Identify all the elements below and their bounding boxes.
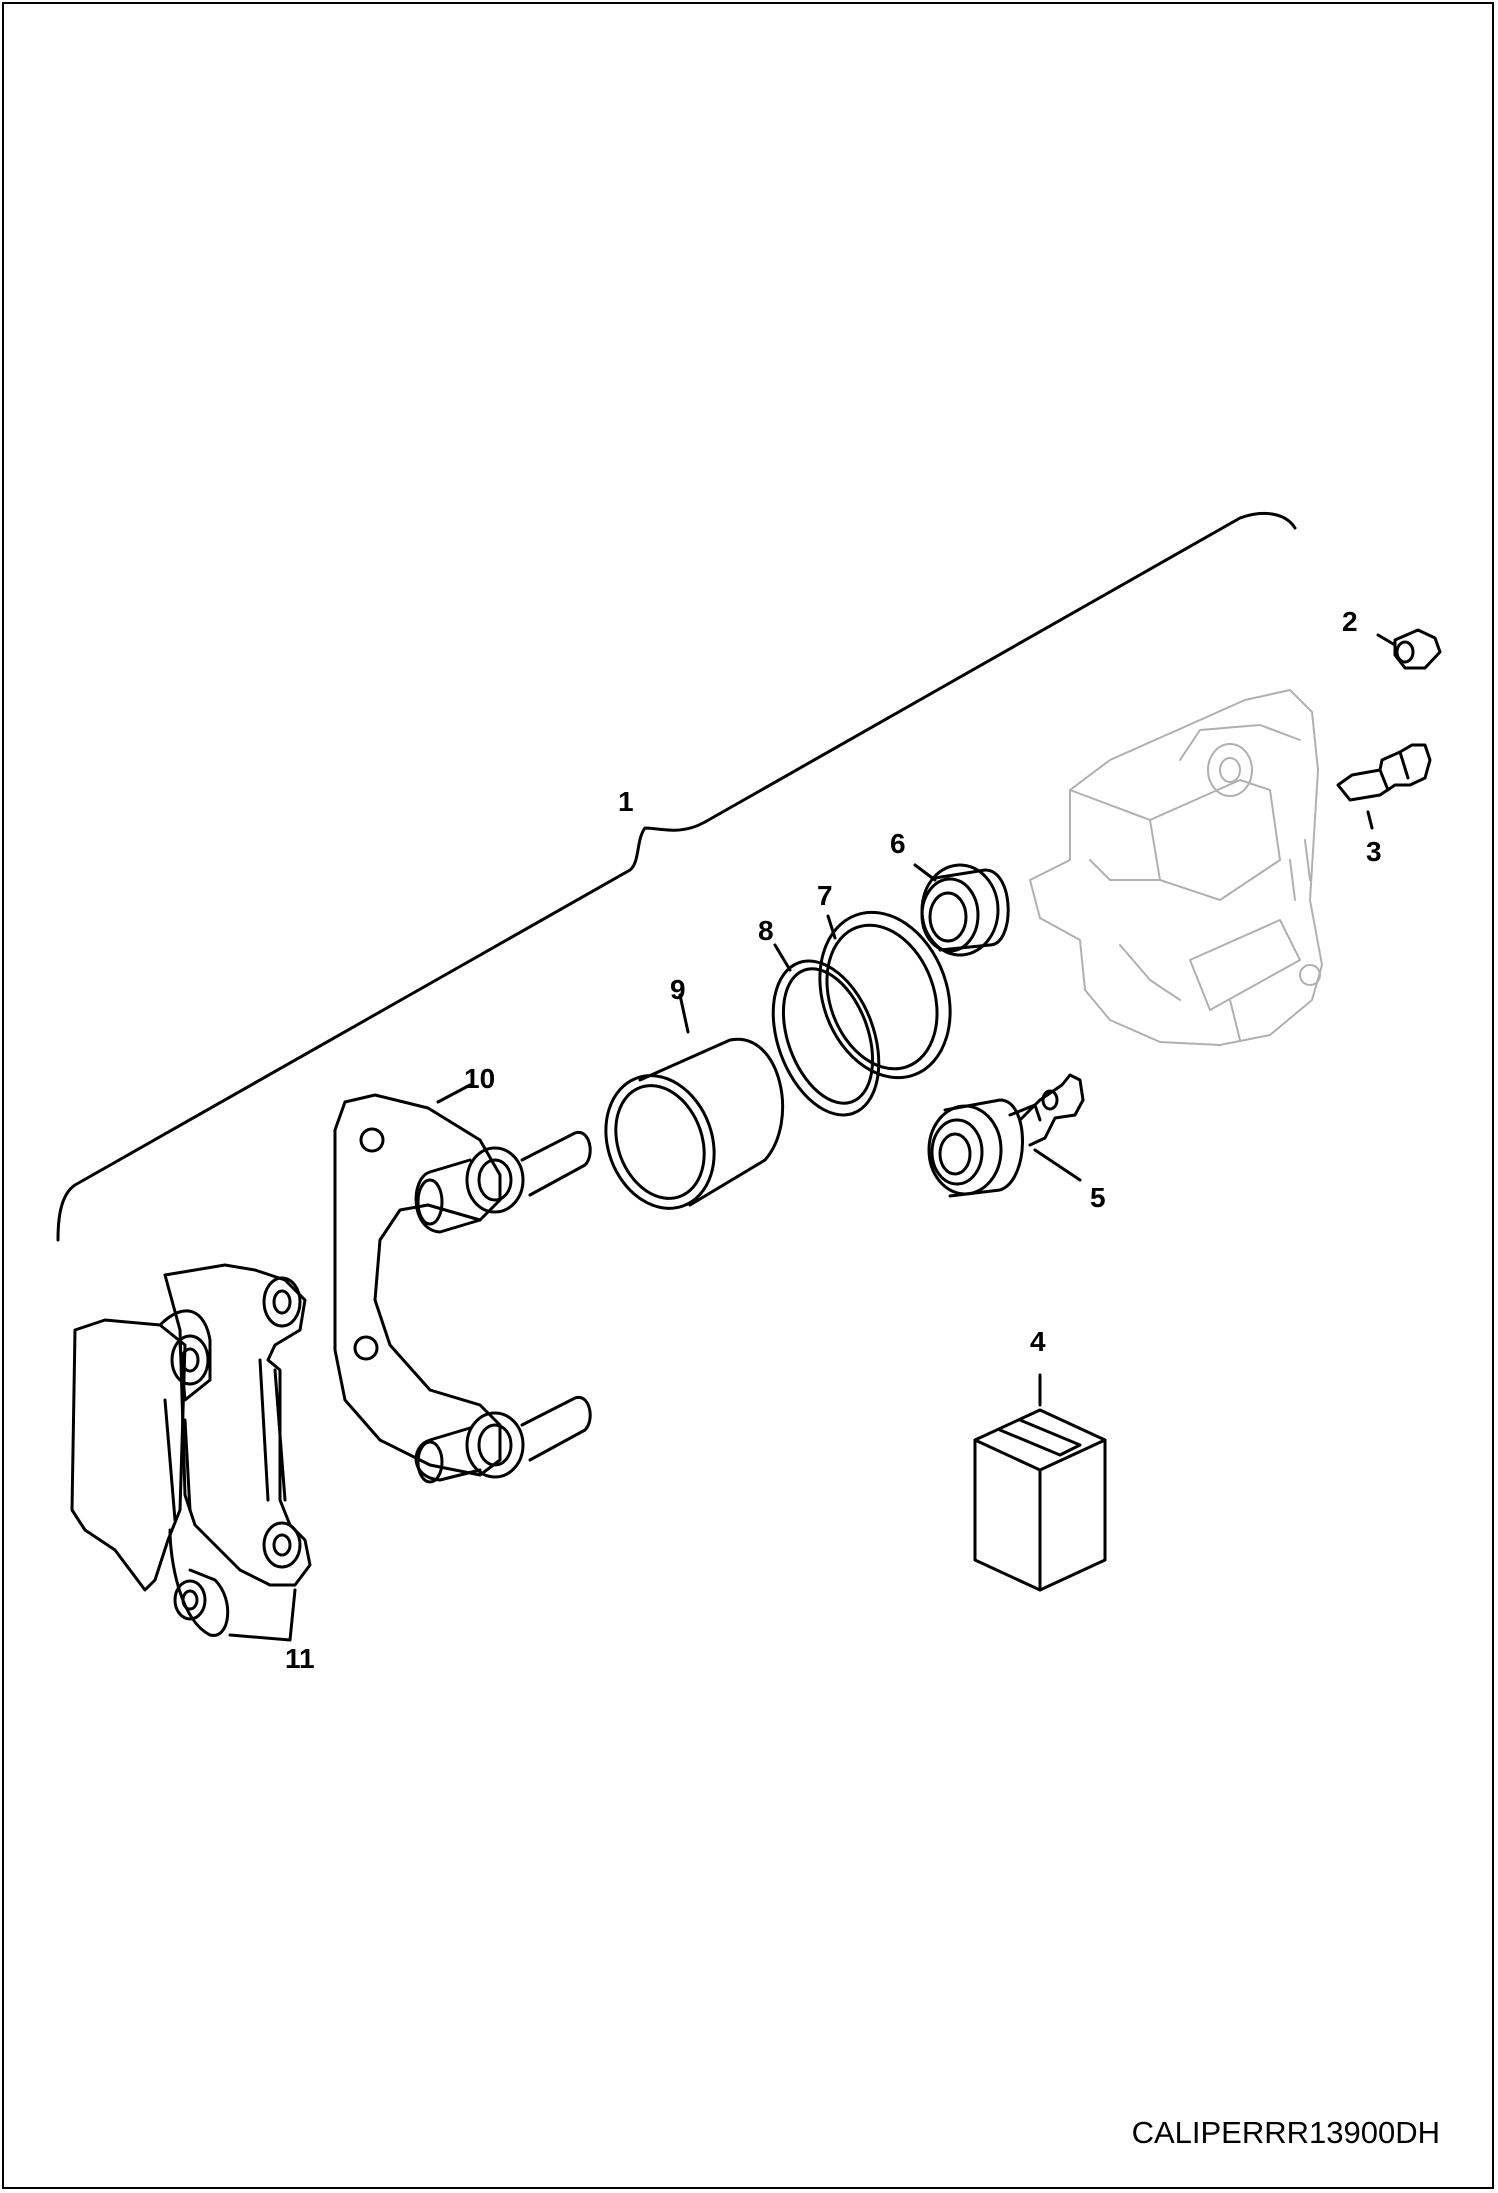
seal-ring-8: [771, 959, 881, 1117]
callout-2: 2: [1342, 606, 1358, 637]
brake-pads: [70, 1263, 312, 1637]
leader-10: [436, 1083, 472, 1104]
grease-packet: [973, 1408, 1107, 1592]
bleeder-cap: [1393, 628, 1442, 670]
slide-pin-boot: [927, 1073, 1085, 1198]
drawing-code: CALIPERRR13900DH: [1131, 2115, 1440, 2150]
caliper-housing-ghost: [1029, 689, 1323, 1046]
leader-5: [1033, 1148, 1082, 1182]
callout-1: 1: [618, 786, 634, 817]
leader-11: [228, 1588, 297, 1642]
callout-9: 9: [670, 974, 686, 1005]
leader-9: [678, 993, 690, 1034]
callout-3: 3: [1366, 836, 1382, 867]
callout-5: 5: [1090, 1182, 1106, 1213]
leader-8: [773, 943, 792, 972]
piston: [604, 1037, 785, 1210]
leader-2: [1376, 633, 1397, 647]
assembly-brace: [56, 511, 1297, 1242]
callout-4: 4: [1030, 1326, 1046, 1357]
callout-7: 7: [817, 880, 833, 911]
callout-10: 10: [464, 1063, 496, 1094]
seal-ring-7: [818, 910, 952, 1080]
leader-7: [826, 914, 837, 940]
callout-6: 6: [890, 828, 906, 859]
leader-6: [913, 863, 937, 882]
callout-11: 11: [285, 1643, 315, 1674]
leader-3: [1366, 810, 1374, 830]
callout-8: 8: [758, 915, 774, 946]
piston-boot-upper: [920, 863, 1010, 957]
caliper-bracket: [333, 1093, 592, 1484]
bleeder-screw: [1336, 743, 1432, 802]
